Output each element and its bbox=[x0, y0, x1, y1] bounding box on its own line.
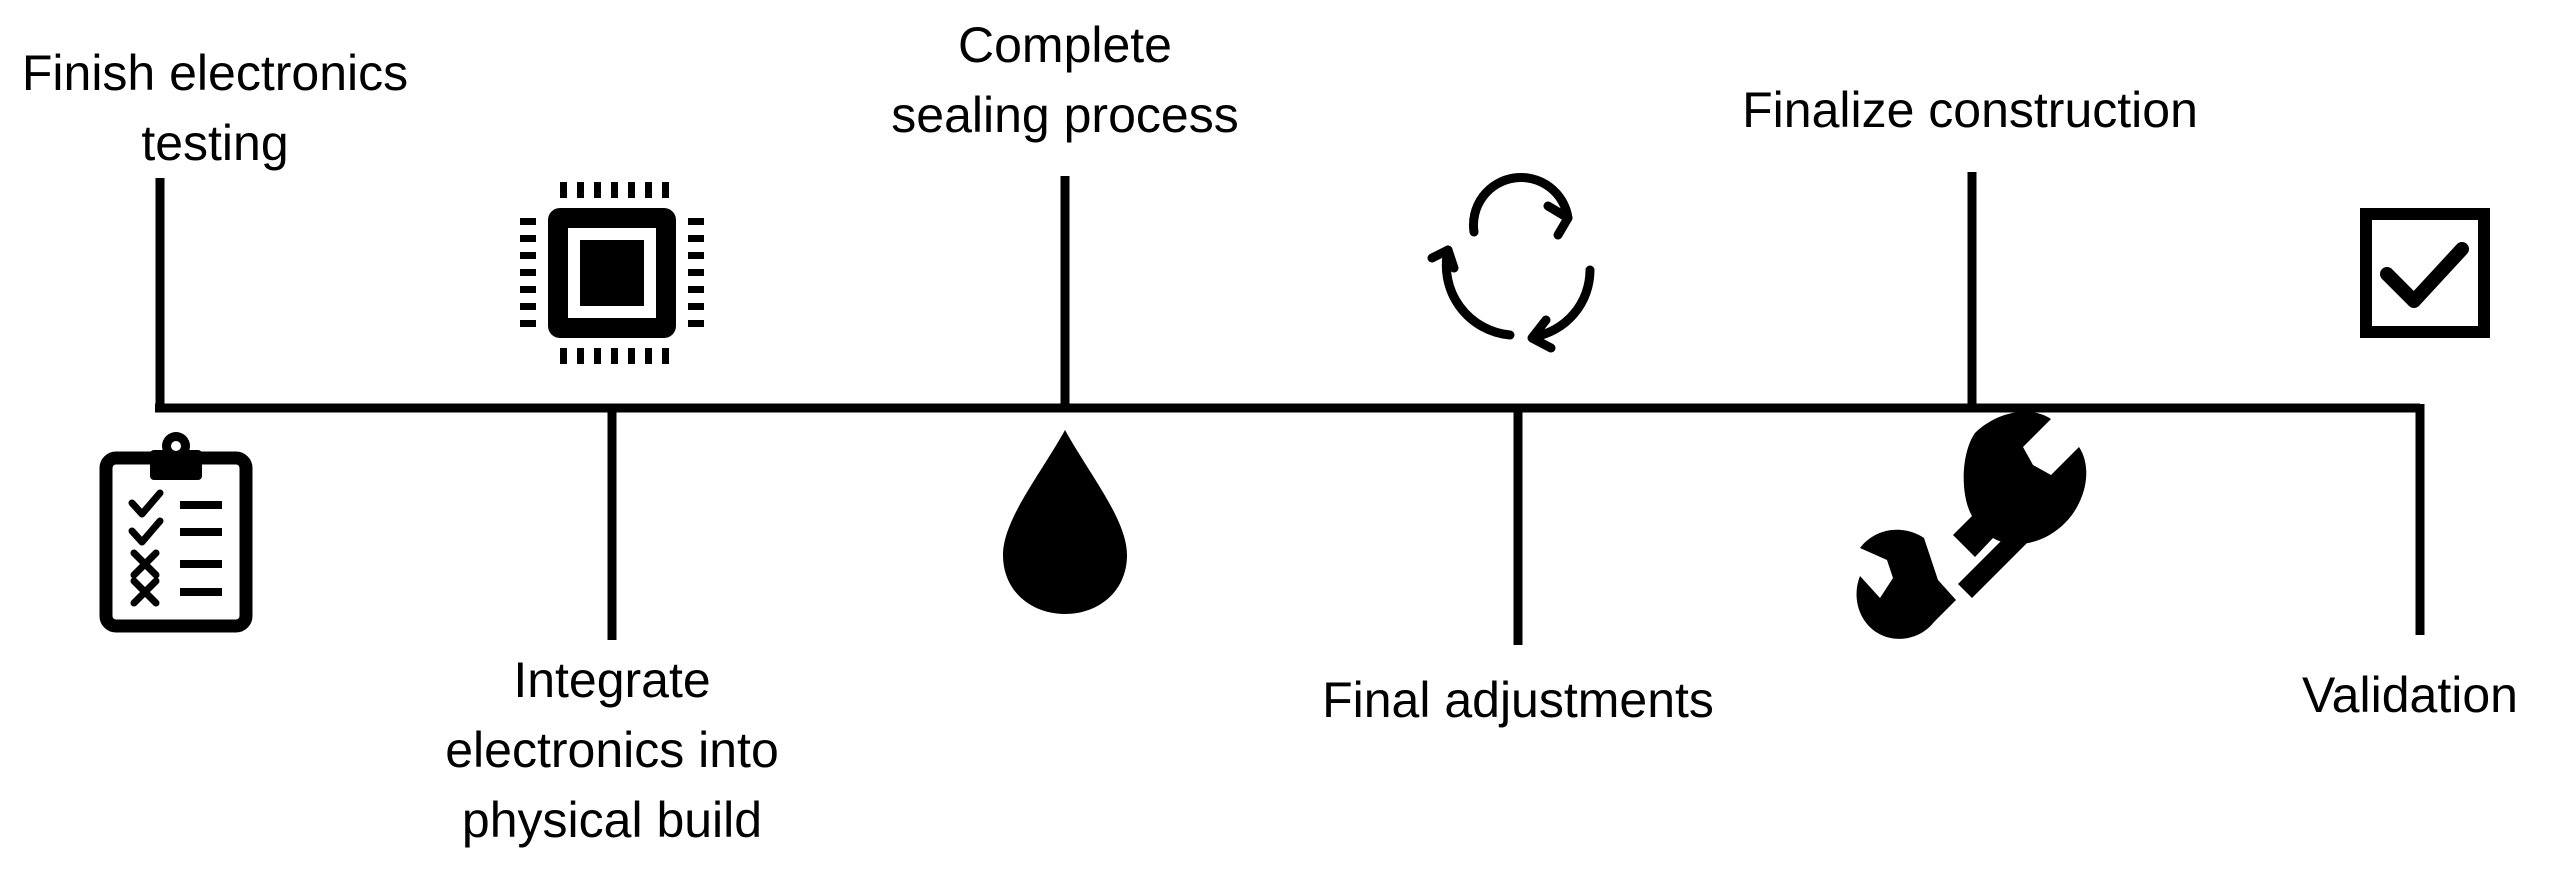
microchip-icon bbox=[520, 182, 704, 364]
milestone-label-line: Final adjustments bbox=[1322, 672, 1714, 728]
milestone-label-line: Complete bbox=[958, 17, 1172, 73]
milestone-label-m3: Complete sealing process bbox=[850, 10, 1280, 150]
milestone-label-line: Finish electronics bbox=[21, 45, 409, 101]
clipboard-checklist-icon bbox=[99, 432, 253, 633]
milestone-label-m6: Validation bbox=[2270, 660, 2550, 730]
milestone-label-line: sealing process bbox=[891, 87, 1239, 143]
milestone-label-line: Integrate bbox=[513, 652, 711, 708]
checkbox-checked-icon bbox=[2360, 208, 2490, 338]
water-drop-icon bbox=[1003, 430, 1127, 614]
milestone-label-line: testing bbox=[141, 115, 289, 171]
milestone-label-line: Finalize construction bbox=[1742, 82, 2198, 138]
refresh-cycle-icon bbox=[1427, 173, 1595, 353]
milestone-label-line: Validation bbox=[2302, 667, 2518, 723]
milestone-label-line: electronics into bbox=[445, 722, 779, 778]
wrench-icon bbox=[1856, 411, 2087, 639]
milestone-label-m4: Final adjustments bbox=[1258, 665, 1778, 735]
milestone-label-line: physical build bbox=[461, 792, 763, 848]
milestone-label-m1: Finish electronics testing bbox=[0, 38, 430, 178]
milestone-label-m5: Finalize construction bbox=[1640, 75, 2300, 145]
milestone-label-m2: Integrate electronics into physical buil… bbox=[397, 645, 827, 855]
